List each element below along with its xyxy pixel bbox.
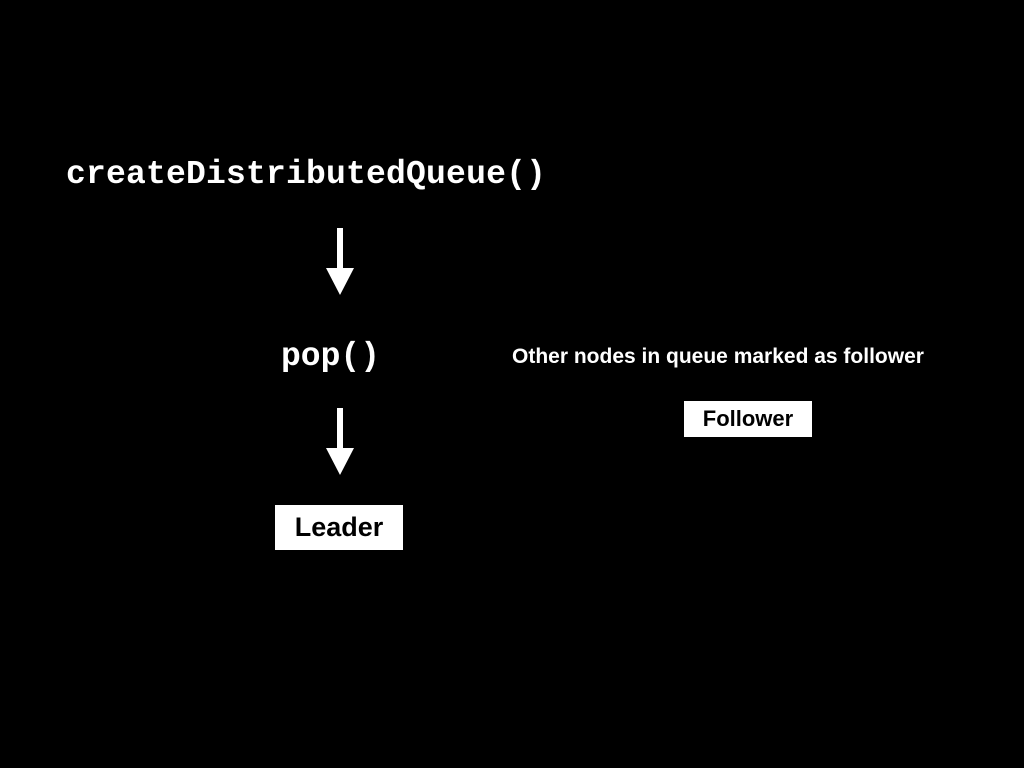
follower-box: Follower xyxy=(684,401,812,437)
leader-box: Leader xyxy=(275,505,403,550)
leader-label: Leader xyxy=(294,512,384,542)
follower-label: Follower xyxy=(702,406,794,431)
arrow-down-icon xyxy=(326,408,354,475)
arrow-down-icon xyxy=(326,228,354,295)
follower-note: Other nodes in queue marked as follower xyxy=(512,345,924,368)
create-distributed-queue-call: createDistributedQueue() xyxy=(66,156,547,193)
pop-call: pop() xyxy=(281,338,381,375)
